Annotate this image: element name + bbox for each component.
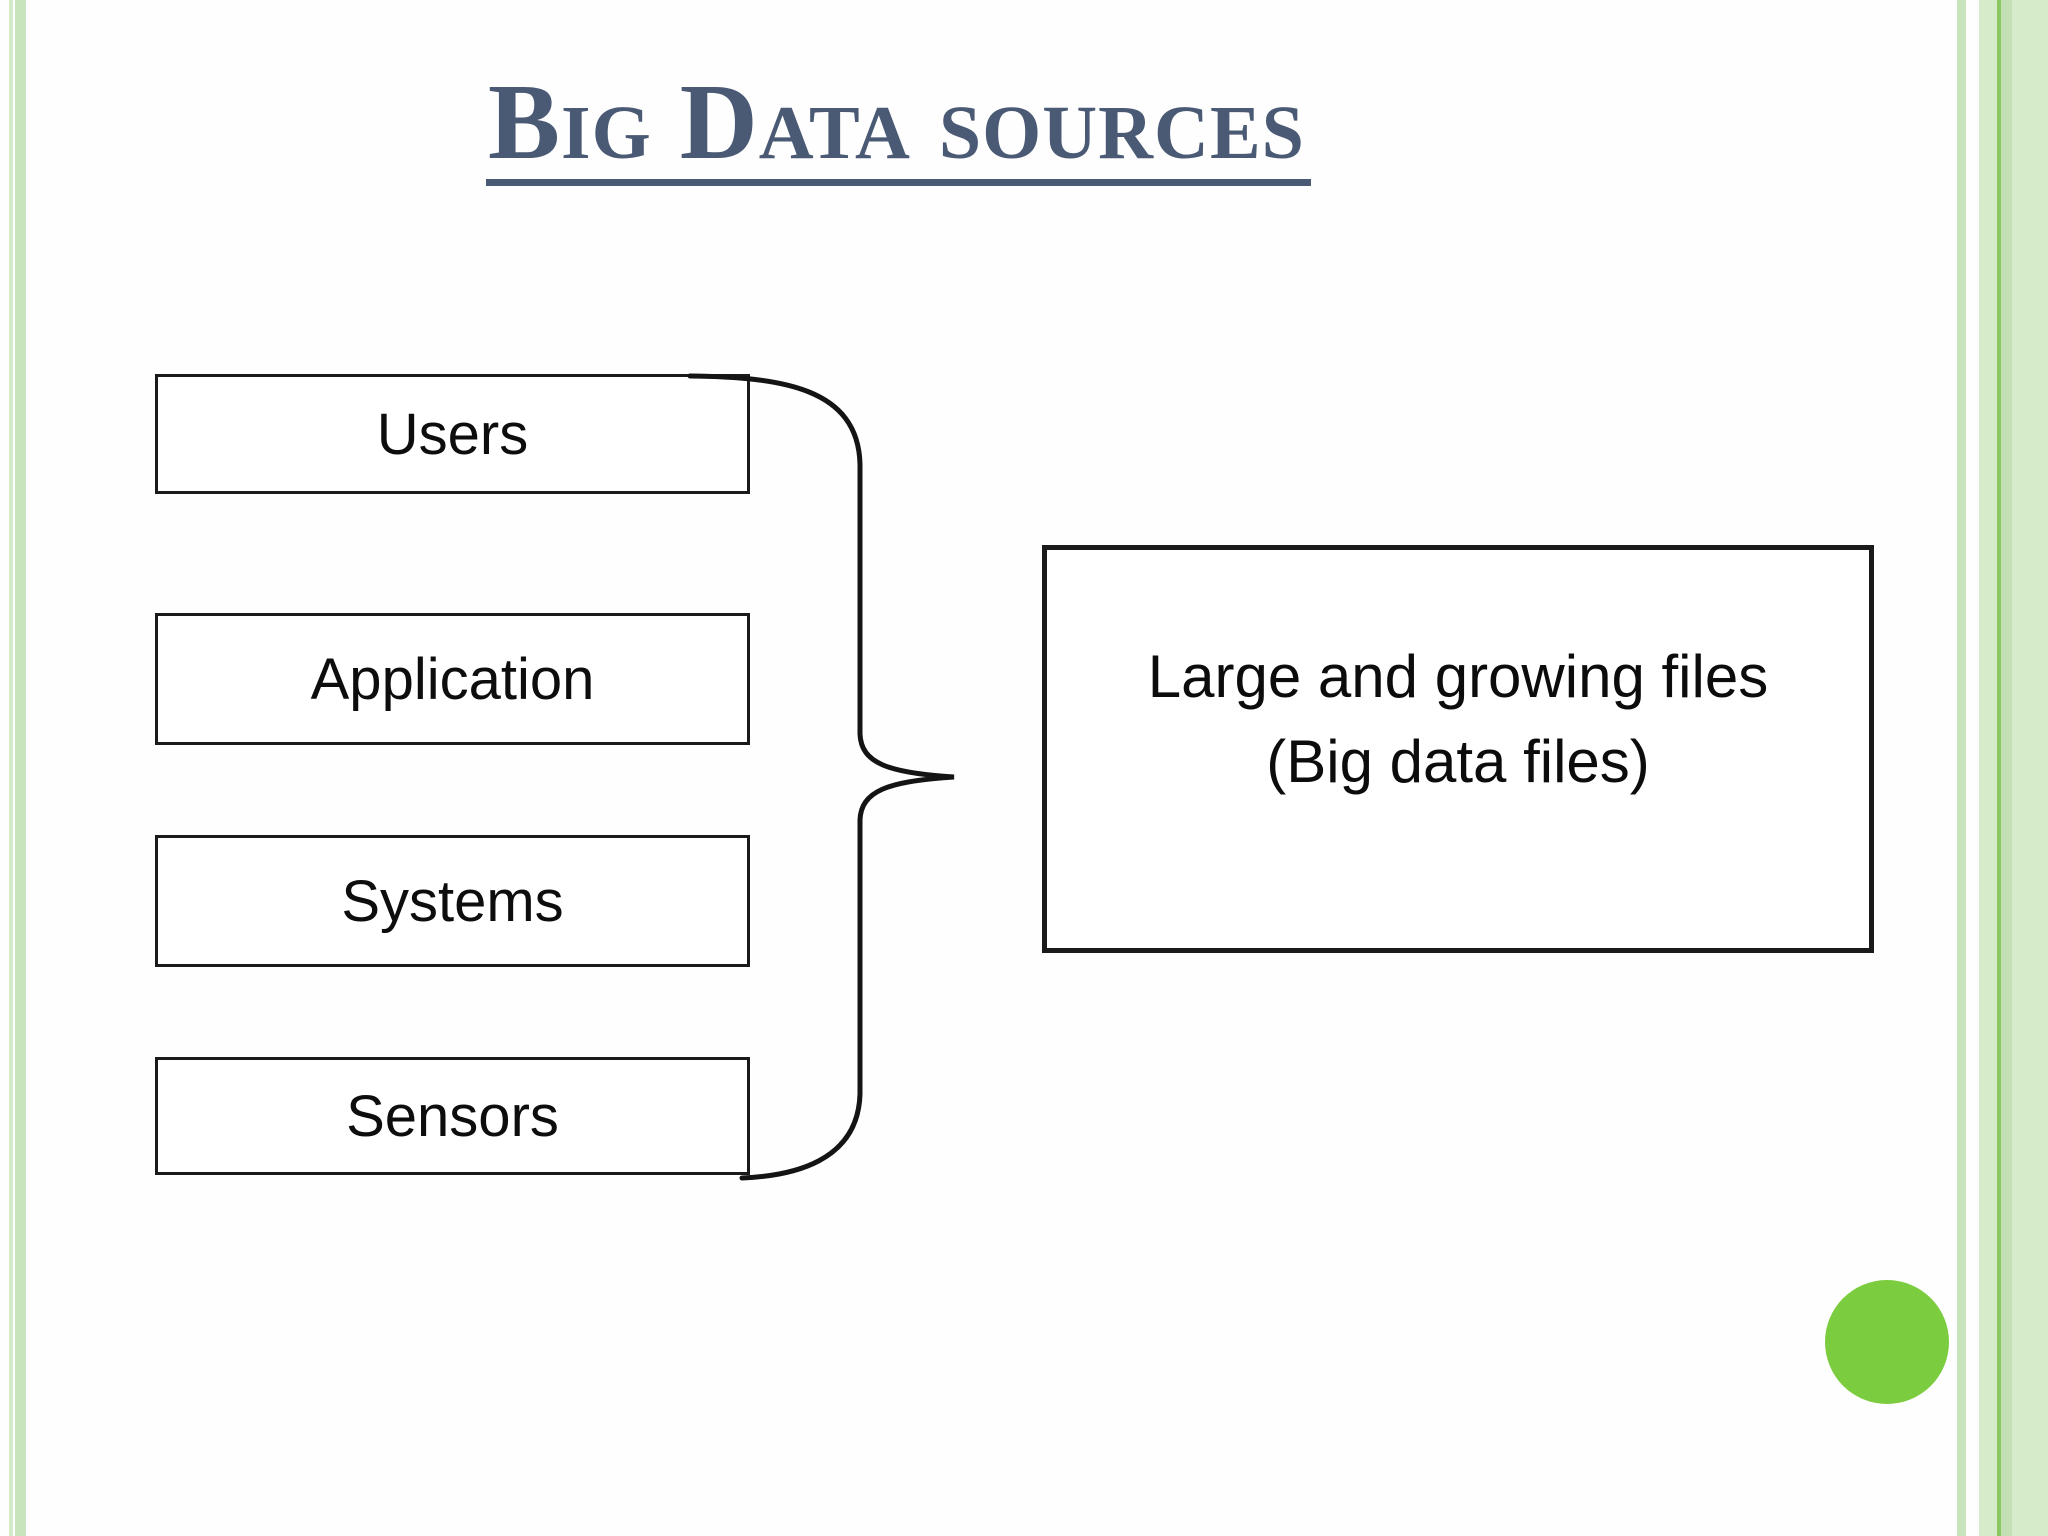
right-edge-stripe-accent-line xyxy=(1997,0,2001,1536)
left-edge-stripe-wide xyxy=(15,0,26,1536)
right-edge-stripe-band xyxy=(1979,0,2048,1536)
source-box-systems: Systems xyxy=(155,835,750,967)
source-box-label: Systems xyxy=(341,868,564,934)
source-box-users: Users xyxy=(155,374,750,494)
slide-title: Big Data sources xyxy=(486,69,1311,186)
left-edge-stripe-thin xyxy=(9,0,13,1536)
right-edge-stripe-thin xyxy=(1957,0,1966,1536)
right-edge-stripe-sub-band xyxy=(2001,0,2012,1536)
source-box-label: Sensors xyxy=(346,1083,559,1149)
result-box-big-data-files: Large and growing files (Big data files) xyxy=(1042,545,1874,953)
slide-accent-circle xyxy=(1825,1280,1949,1404)
result-box-line1: Large and growing files xyxy=(1147,642,1769,710)
source-box-application: Application xyxy=(155,613,750,745)
source-box-label: Application xyxy=(310,646,595,712)
result-box-line2: (Big data files) xyxy=(1266,728,1650,795)
source-box-sensors: Sensors xyxy=(155,1057,750,1175)
source-box-label: Users xyxy=(376,401,529,467)
